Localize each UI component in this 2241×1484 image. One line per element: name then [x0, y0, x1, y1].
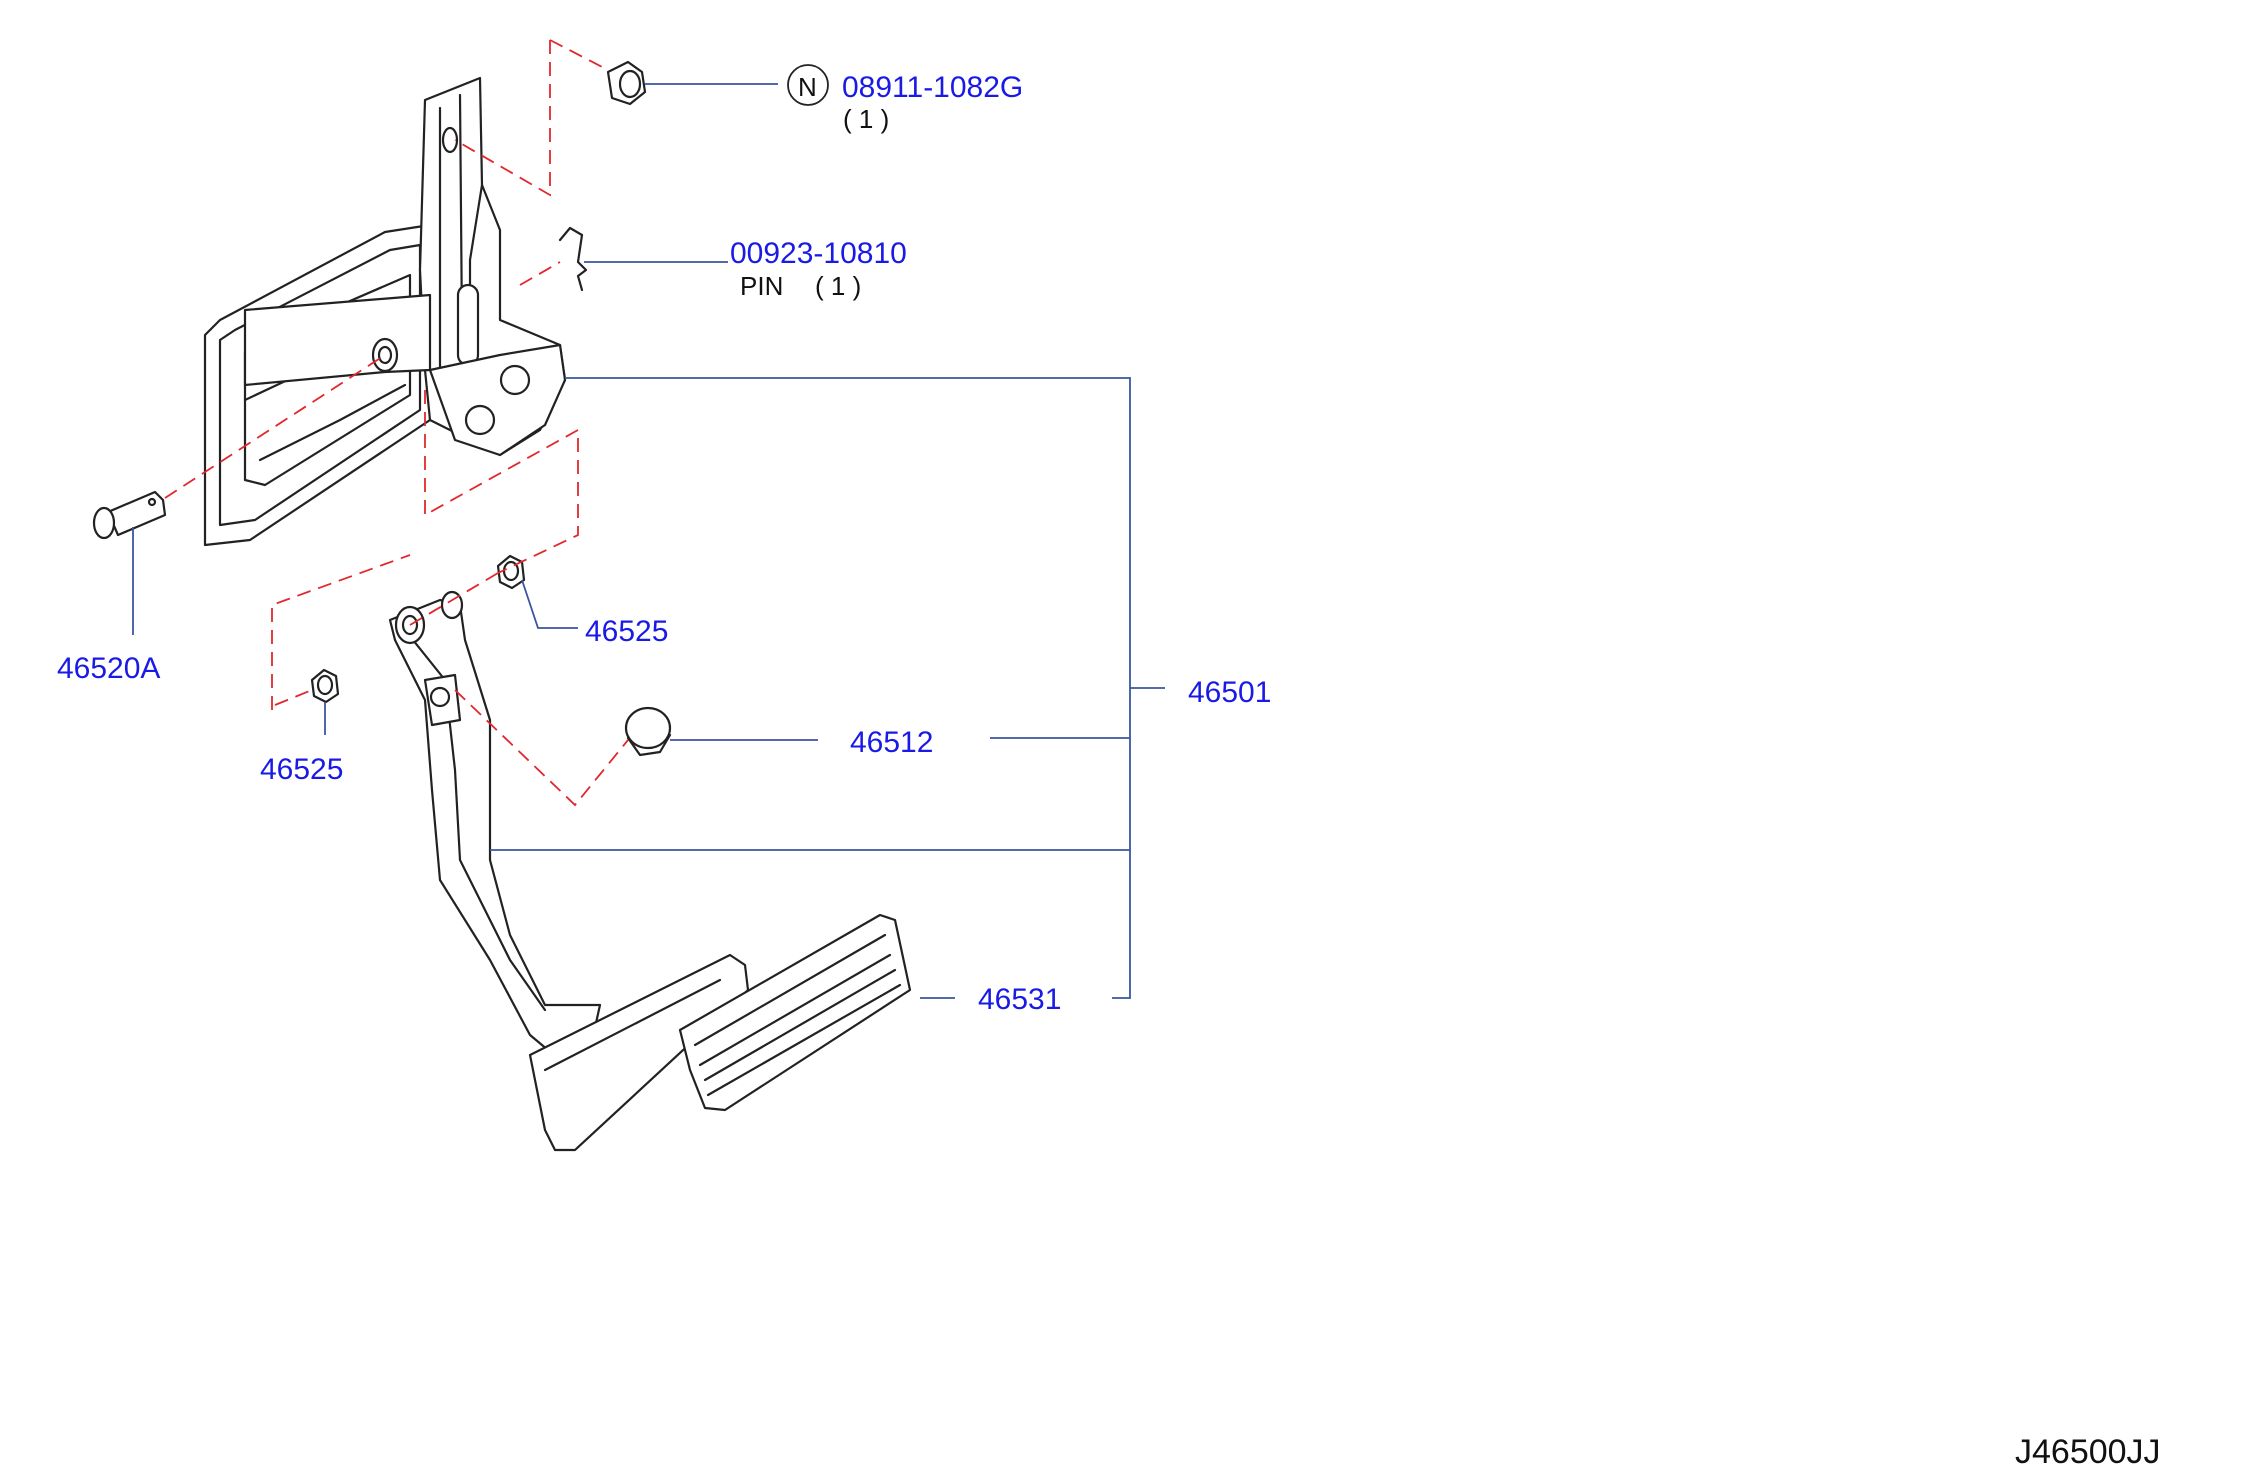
part-name-pin: PIN	[740, 271, 783, 301]
part-label-46525-lower[interactable]: 46525	[260, 753, 343, 786]
pedal-bracket-drawing	[203, 76, 567, 547]
bushing-lower-drawing	[310, 668, 340, 704]
part-qty-00923-10810: ( 1 )	[815, 271, 861, 301]
pedal-arm-drawing	[388, 590, 750, 1152]
part-qty-08911-1082g: ( 1 )	[843, 104, 889, 134]
leader-lines	[132, 64, 1165, 999]
stopper-drawing	[624, 706, 672, 757]
part-label-46525-upper[interactable]: 46525	[585, 615, 668, 648]
clevis-pin-drawing	[92, 490, 167, 540]
pedal-pad-drawing	[678, 913, 912, 1112]
n-symbol-letter: N	[798, 72, 817, 102]
pin-clip-drawing	[558, 226, 588, 292]
nut-drawing	[606, 60, 647, 106]
part-label-00923-10810[interactable]: 00923-10810	[730, 237, 907, 270]
part-label-46531[interactable]: 46531	[978, 983, 1061, 1016]
part-label-46512[interactable]: 46512	[850, 726, 933, 759]
part-label-08911-1082g[interactable]: 08911-1082G	[842, 71, 1023, 104]
diagram-code: J46500JJ	[2015, 1433, 2161, 1471]
part-label-46501[interactable]: 46501	[1188, 676, 1271, 709]
part-label-46520a[interactable]: 46520A	[57, 652, 160, 685]
assembly-dashed-lines	[164, 39, 629, 807]
n-symbol-circle	[787, 64, 829, 106]
